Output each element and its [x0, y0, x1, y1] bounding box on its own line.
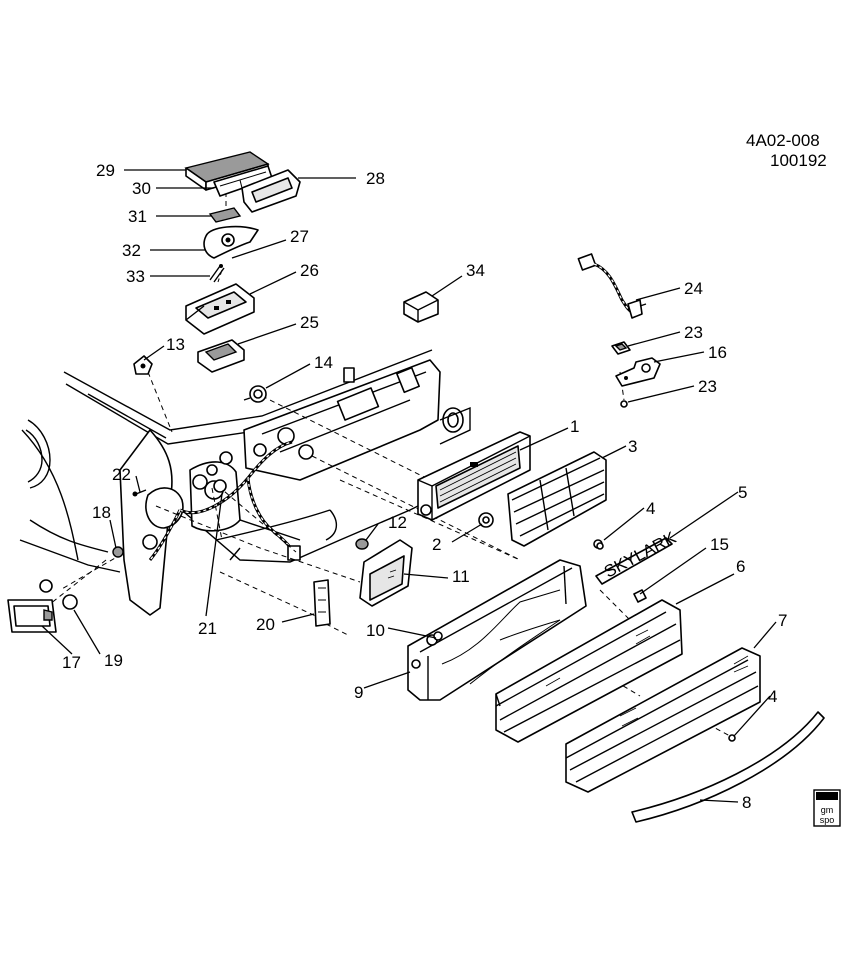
part-12-nut: [355, 538, 369, 550]
part-18-grommet: [112, 546, 124, 558]
callout-30: 29: [96, 161, 115, 180]
callout-29: 28: [366, 169, 385, 188]
part-14-socket: [243, 385, 267, 403]
part-33-reflector: [203, 225, 259, 259]
part-8-molding: [631, 711, 825, 823]
rear-body-panel: [19, 349, 471, 616]
callout-33: 32: [122, 241, 141, 260]
part-27-base: [185, 283, 255, 335]
callout-8: 8: [742, 793, 751, 812]
callout-28: 27: [290, 227, 309, 246]
callout-13: 13: [166, 335, 185, 354]
callout-15: 15: [710, 535, 729, 554]
callout-31: 30: [132, 179, 151, 198]
part-34-bulb: [209, 264, 225, 283]
callout-5: 5: [738, 483, 747, 502]
callout-3: 3: [628, 437, 637, 456]
emblem-text: SKYLARK: [601, 528, 680, 582]
callout-25: 24: [684, 279, 703, 298]
callout-18: 18: [92, 503, 111, 522]
callout-16: 16: [708, 343, 727, 362]
part-17-license-lamp: [7, 599, 57, 633]
gm-spo-badge: gm spo: [813, 789, 841, 827]
callout-11: 11: [452, 567, 470, 586]
callout-7: 7: [778, 611, 787, 630]
callout-19: 19: [104, 651, 123, 670]
callout-20: 20: [256, 615, 275, 634]
part-4-screw: [596, 542, 736, 742]
callout-10: 10: [366, 621, 385, 640]
part-6-bezel: [495, 599, 683, 743]
callout-34: 33: [126, 267, 145, 286]
part-7-bezel: [565, 647, 761, 793]
callout-4-lower: 4: [768, 687, 777, 706]
part-20-reflector: [313, 579, 331, 627]
callout-27: 26: [300, 261, 319, 280]
part-23-screw: [620, 400, 628, 408]
part-22-screw: [132, 489, 147, 497]
part-24-nut: [611, 341, 631, 355]
part-26-cover: [197, 339, 245, 373]
callout-23: 23: [698, 377, 717, 396]
callout-2: 2: [432, 535, 441, 554]
callout-35: 34: [466, 261, 485, 280]
callout-9: 9: [354, 683, 363, 702]
reference-date: 100192: [770, 151, 827, 170]
part-11-side-lamp: [359, 539, 413, 607]
callout-32: 31: [128, 207, 147, 226]
part-19-grommet: [39, 579, 78, 610]
part-15-clip: [633, 589, 647, 603]
callout-1: 1: [570, 417, 579, 436]
callout-4-upper: 4: [646, 499, 655, 518]
callout-22: 22: [112, 465, 131, 484]
part-32-gasket: [208, 207, 242, 223]
callout-17: 17: [62, 653, 81, 672]
part-13-nut: [133, 355, 153, 375]
callout-26: 25: [300, 313, 319, 332]
part-10-stud: [433, 631, 443, 641]
badge-line2: spo: [820, 815, 835, 825]
part-25-harness: [577, 253, 647, 319]
part-29-frame: [241, 169, 301, 213]
callout-12: 12: [388, 513, 407, 532]
callout-14: 14: [314, 353, 333, 372]
badge-line1: gm: [821, 805, 834, 815]
leader-lines: [41, 169, 777, 803]
callout-labels: 29 30 28 31 32 27 33 26 25 34 24 23 16 2…: [62, 161, 787, 812]
part-1-lamp-assembly: [417, 431, 531, 521]
part-9-housing: [407, 559, 587, 701]
part-3-grille: [507, 451, 607, 549]
part-16-bracket: [615, 357, 661, 387]
part-2-socket: [478, 512, 494, 528]
part-21-socket: [213, 479, 227, 493]
callout-6: 6: [736, 557, 745, 576]
callout-24: 23: [684, 323, 703, 342]
part-35-clip: [403, 291, 439, 323]
reference-code: 4A02-008: [746, 131, 820, 150]
callout-21: 21: [198, 619, 217, 638]
